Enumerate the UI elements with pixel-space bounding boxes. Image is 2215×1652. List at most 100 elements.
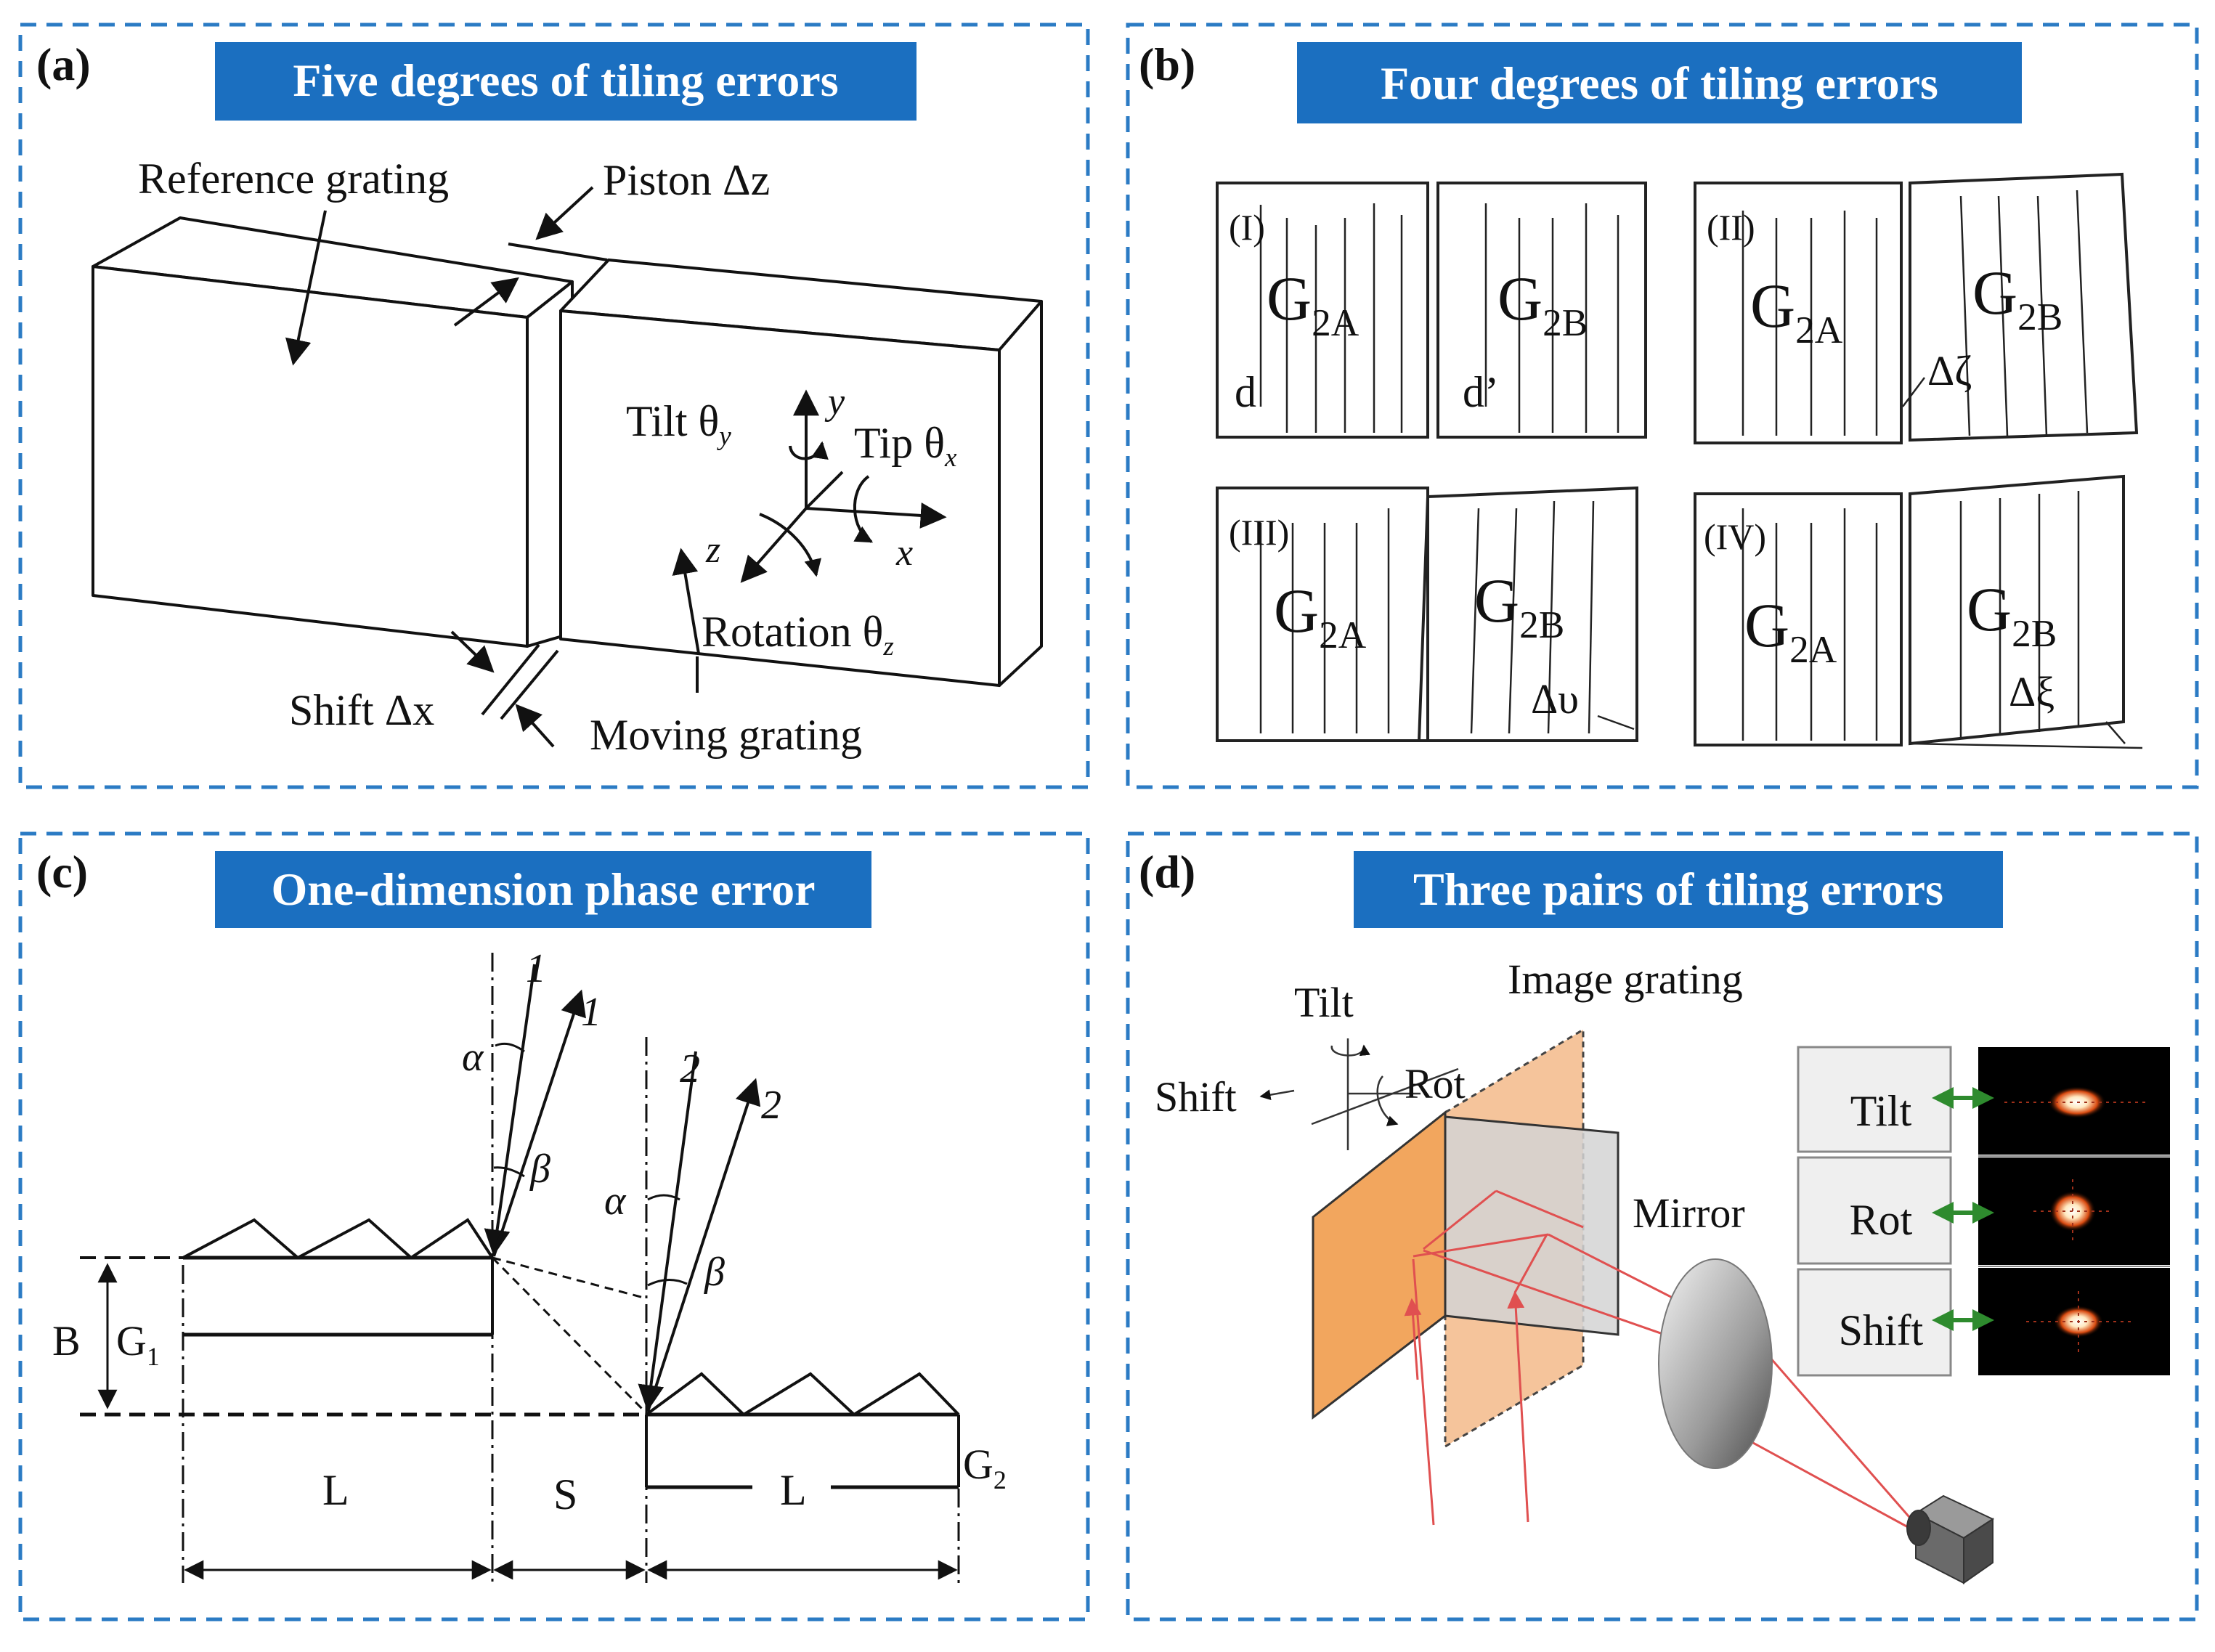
pattern-box-rot: [1797, 1156, 1952, 1265]
reference-grating-front: [92, 265, 529, 648]
dashed-connector-2: [491, 1256, 648, 1415]
case-1-right-label: G2B: [1497, 264, 1588, 344]
panel-a-label: (a): [36, 38, 91, 90]
case-4-right-note: Δξ: [2009, 668, 2055, 715]
panel-d-title: Three pairs of tiling errors: [1413, 863, 1943, 915]
case-3-left-grating: [1216, 487, 1429, 742]
moving-grating-front: [559, 309, 1001, 687]
pattern-label-tilt: Tilt: [1850, 1087, 1912, 1135]
tip-rotation-arc: [853, 475, 874, 543]
case-2-roman: (II): [1707, 207, 1755, 248]
ray-1-in-label: 1: [526, 946, 546, 991]
case-4-left-grating: [1694, 492, 1903, 746]
rotation-arrow: [672, 548, 700, 654]
axis-z-label: z: [705, 529, 720, 571]
ray-2-incident: [638, 1051, 697, 1412]
ray-2-in-label: 2: [680, 1046, 700, 1091]
shift-arrow-1: [450, 630, 495, 673]
pattern-box-tilt: [1797, 1046, 1952, 1153]
case-2-right-grating: [1909, 172, 2139, 442]
beta-2-label: β: [704, 1250, 725, 1295]
axis-y-label: y: [824, 381, 845, 423]
panel-c-label: (c): [36, 846, 88, 898]
panel-c-title-bar: [215, 851, 871, 928]
case-1-left-label: G2A: [1267, 264, 1360, 344]
front-grating: [1312, 1110, 1447, 1420]
panel-borders: [18, 23, 2199, 1622]
panel-a-border: [18, 23, 1090, 789]
case-2-rulings: [1741, 190, 2089, 436]
mirror-label: Mirror: [1633, 1189, 1745, 1237]
shift-line-2: [500, 649, 559, 720]
panel-c-drawing: [80, 953, 960, 1583]
g2-label: G2: [963, 1441, 1007, 1494]
laser-path-3: [1495, 1189, 1584, 1229]
ray-1-incident: [484, 964, 536, 1256]
case-3-right-grating: [1417, 486, 1638, 742]
rotation-label: Rotation θz: [702, 608, 894, 662]
case-3-roman: (III): [1229, 512, 1289, 553]
tip-label: Tip θx: [854, 419, 957, 473]
case-2-left-grating: [1694, 182, 1903, 444]
axis-z: [740, 507, 808, 583]
beta-1-label: β: [529, 1147, 550, 1192]
camera-icon: [1906, 1494, 1995, 1584]
beta-2-arc: [647, 1279, 688, 1287]
laser-path-2: [1423, 1189, 1497, 1250]
panel-b-title: Four degrees of tiling errors: [1381, 57, 1938, 109]
panel-c-text: 1 1 α β 2 2 α β B G1 G2 L S L: [52, 946, 1007, 1518]
moving-grating-label: Moving grating: [590, 711, 862, 759]
piston-arrow-2: [453, 277, 519, 327]
case-1-left-note: d: [1235, 368, 1256, 416]
panel-a-title-bar: [215, 42, 917, 121]
moving-grating-side: [998, 300, 1043, 687]
case-1-right-note: d’: [1463, 368, 1499, 416]
panel-d-drawing: [1259, 1028, 2170, 1584]
alpha-1-arc: [495, 1042, 525, 1053]
piston-arrow-1: [535, 186, 594, 240]
alpha-1-label: α: [462, 1035, 484, 1080]
laser-in-2: [1507, 1290, 1529, 1523]
case-3-right-label: G2B: [1474, 566, 1564, 646]
shift-line-1: [481, 643, 540, 716]
panel-c-title: One-dimension phase error: [271, 863, 815, 915]
panel-a-drawing: [92, 216, 1043, 687]
ray-2-diffracted: [646, 1078, 761, 1412]
s-label: S: [553, 1470, 577, 1518]
panel-b-title-bar: [1297, 42, 2022, 123]
panel-b-label: (b): [1139, 38, 1195, 90]
case-3-right-note: Δυ: [1531, 675, 1579, 723]
pattern-box-shift: [1797, 1268, 1952, 1377]
shift-label: Shift Δx: [289, 686, 434, 734]
case-4-right-grating: [1909, 474, 2125, 746]
case-1-left-grating: [1216, 182, 1429, 439]
b-label: B: [52, 1317, 81, 1364]
alpha-2-arc: [647, 1194, 680, 1201]
panel-d-label: (d): [1139, 846, 1195, 898]
tilt-rotation-arc: [789, 441, 829, 460]
panel-d-title-bar: [1354, 851, 2003, 928]
axes-symbol: [1259, 1038, 1459, 1150]
pattern-label-shift: Shift: [1839, 1306, 1924, 1354]
case-4-rulings: [1741, 491, 2143, 749]
g1-label: G1: [116, 1317, 160, 1371]
d-tilt-label: Tilt: [1294, 979, 1354, 1026]
axis-x: [805, 502, 947, 529]
laser-in-3: [1404, 1298, 1422, 1380]
shift-arrow-2: [515, 704, 555, 748]
case-3-left-label: G2A: [1274, 576, 1367, 656]
case-1-roman: (I): [1229, 207, 1265, 248]
reference-grating-arrow: [285, 210, 327, 366]
green-arrows: [1932, 1087, 1994, 1331]
case-4-roman: (IV): [1704, 516, 1766, 557]
panel-a-text: Reference grating Piston Δz Tilt θy Tip …: [138, 155, 957, 759]
panel-d-border: [1126, 831, 2199, 1622]
case-2-right-label: G2B: [1972, 258, 2062, 338]
lens: [1658, 1258, 1773, 1469]
panel-b-border: [1126, 23, 2199, 789]
piston-line-top: [508, 243, 608, 261]
dashed-connector-1: [492, 1256, 647, 1300]
l-left-label: L: [322, 1466, 349, 1514]
d-shift-label: Shift: [1155, 1073, 1237, 1120]
case-2-right-note: Δζ: [1927, 347, 1972, 394]
